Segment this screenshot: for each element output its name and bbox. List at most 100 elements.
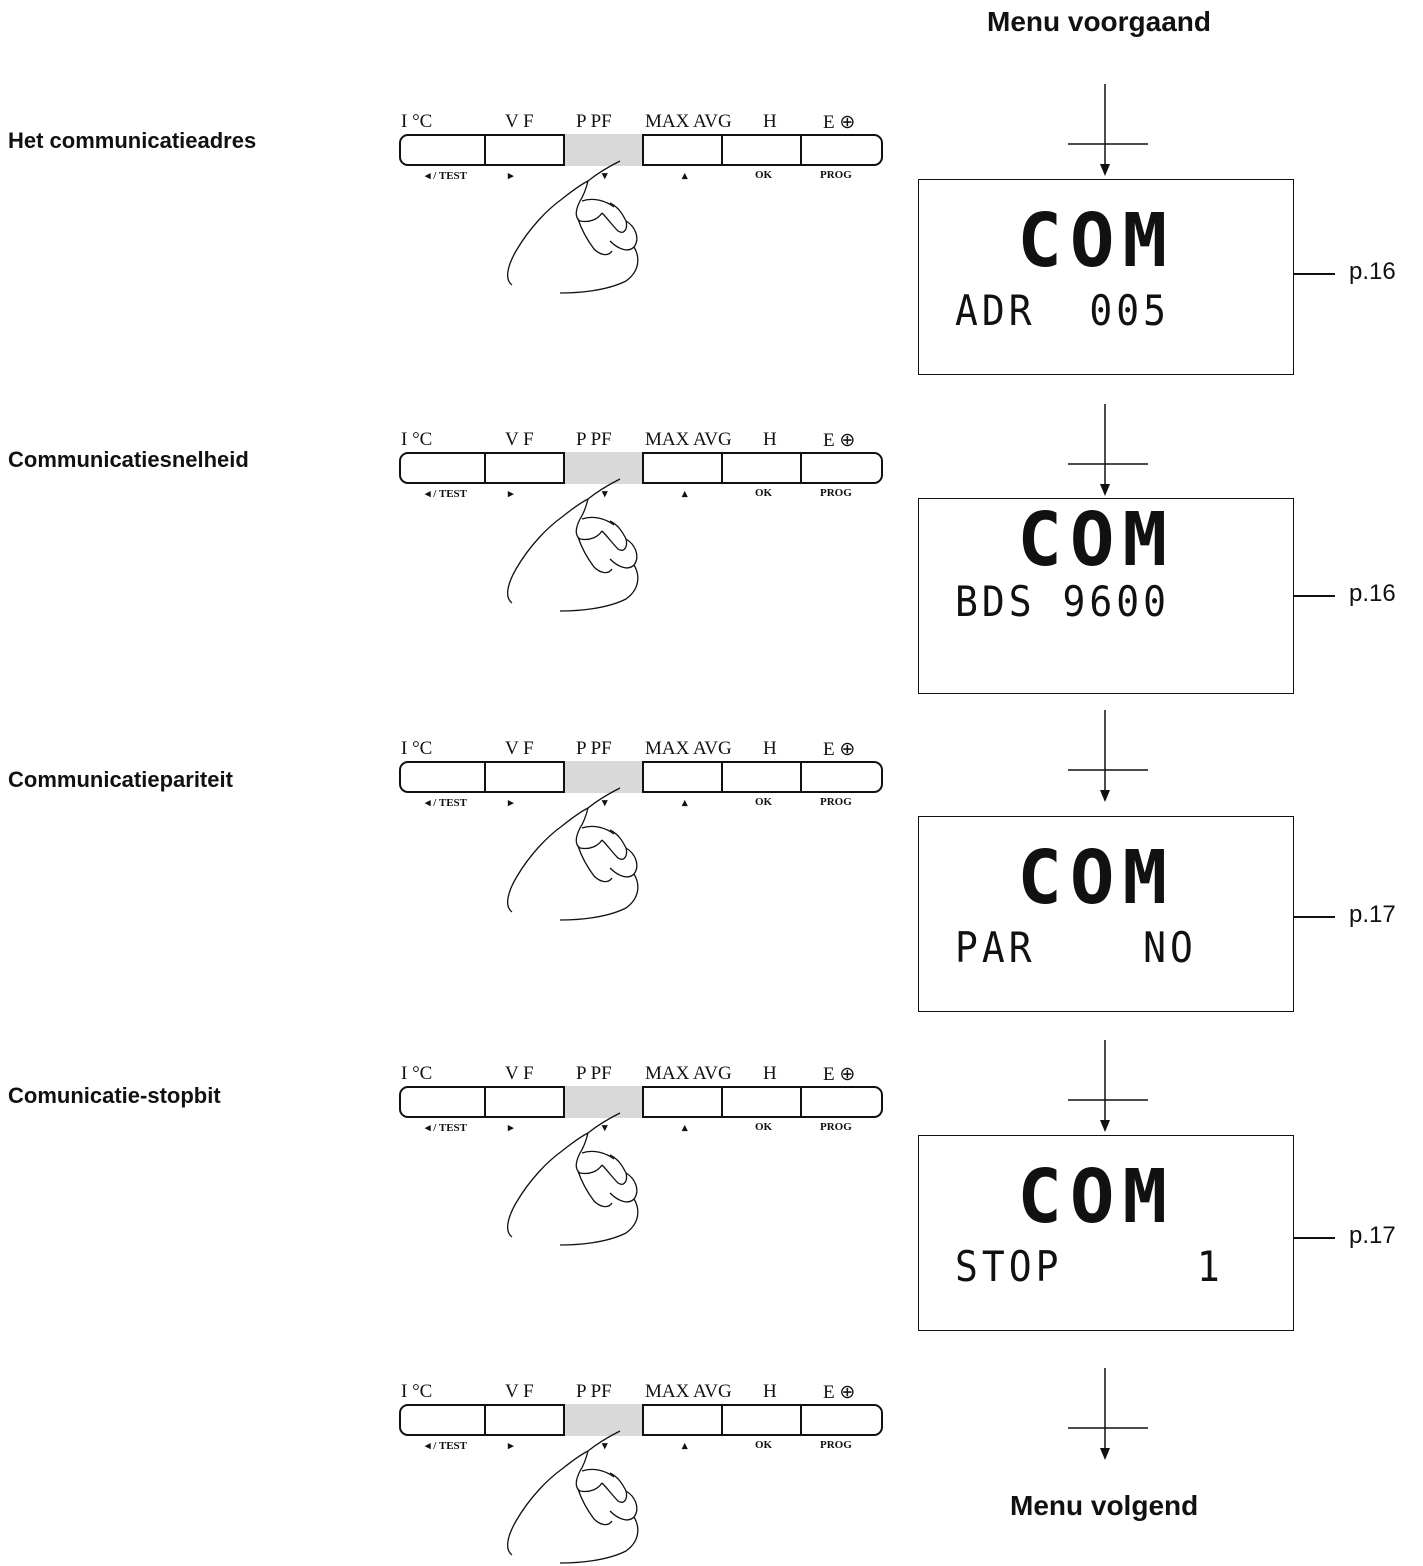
key-bottom-label: PROG [820,487,852,499]
key-bottom-label: ▸ [508,1122,514,1134]
keypad-key-3[interactable] [565,761,644,793]
key-top-label: H [763,738,777,759]
key-top-label: P PF [576,429,612,450]
lcd-main-text: COM [1017,497,1175,583]
key-top-label: MAX AVG [645,738,732,759]
keypad-key-5[interactable] [723,1404,802,1436]
key-top-label: E ⊕ [823,1382,856,1403]
key-bottom-label: ▾ [602,1122,608,1134]
key-bottom-label: ▴ [682,1122,688,1134]
down-arrow-icon [1068,84,1148,176]
key-top-label: P PF [576,738,612,759]
key-bottom-label: ▴ [682,797,688,809]
pointing-hand-icon [506,478,639,612]
keypad-key-5[interactable] [723,134,802,166]
keypad-key-6[interactable] [802,134,883,166]
keypad-key-3[interactable] [565,134,644,166]
key-bottom-label: ▸ [508,797,514,809]
key-top-label: V F [505,1381,534,1402]
key-top-label: MAX AVG [645,1381,732,1402]
lcd-display-speed: COM BDS 9600 [918,498,1294,694]
key-bottom-label: ◂ / TEST [425,170,468,182]
key-bottom-label: ◂ / TEST [425,1440,468,1452]
keypad-key-4[interactable] [644,134,723,166]
key-top-label: V F [505,738,534,759]
keypad-key-2[interactable] [486,134,565,166]
key-top-label: MAX AVG [645,1063,732,1084]
lcd-sub-text: ADR 005 [955,286,1171,336]
key-bottom-label: PROG [820,169,852,181]
lcd-sub-text: STOP 1 [955,1242,1224,1292]
key-bottom-label: ▸ [508,170,514,182]
keypad-key-6[interactable] [802,452,883,484]
key-top-label: E ⊕ [823,112,856,133]
key-bottom-label: ◂ / TEST [425,1122,468,1134]
key-bottom-label: ▾ [602,488,608,500]
key-top-label: I °C [401,1063,433,1084]
keypad-key-5[interactable] [723,1086,802,1118]
keypad-key-4[interactable] [644,1404,723,1436]
lcd-main-text: COM [1017,1154,1175,1240]
keypad-key-2[interactable] [486,452,565,484]
keypad-key-6[interactable] [802,1086,883,1118]
keypad-key-2[interactable] [486,761,565,793]
keypad-key-1[interactable] [399,1086,486,1118]
previous-menu-heading: Menu voorgaand [987,6,1212,37]
key-bottom-label: ▾ [602,797,608,809]
down-arrow-icon [1068,1368,1148,1460]
key-top-label: H [763,429,777,450]
pointing-hand-icon [506,787,639,921]
key-top-label: V F [505,111,534,132]
keypad-key-1[interactable] [399,452,486,484]
keypad-key-3[interactable] [565,1404,644,1436]
down-arrow-icon [1068,404,1148,496]
key-bottom-label: ▴ [682,1440,688,1452]
key-bottom-label: ▴ [682,170,688,182]
pointing-hand-icon [506,160,639,294]
keypad-key-6[interactable] [802,761,883,793]
keypad-key-4[interactable] [644,452,723,484]
lcd-main-text: COM [1017,835,1175,921]
key-bottom-label: ◂ / TEST [425,488,468,500]
key-top-label: H [763,111,777,132]
keypad-key-1[interactable] [399,1404,486,1436]
keypad-key-5[interactable] [723,452,802,484]
keypad-key-3[interactable] [565,1086,644,1118]
key-top-label: E ⊕ [823,739,856,760]
lcd-sub-text: BDS 9600 [955,577,1171,627]
key-top-label: I °C [401,738,433,759]
key-top-label: P PF [576,1381,612,1402]
key-top-label: V F [505,429,534,450]
key-bottom-label: OK [755,1121,773,1133]
lcd-main-text: COM [1017,198,1175,284]
key-top-label: H [763,1381,777,1402]
lcd-display-parity: COM PAR NO [918,816,1294,1012]
keypad-key-5[interactable] [723,761,802,793]
key-top-label: I °C [401,1381,433,1402]
key-top-label: MAX AVG [645,111,732,132]
keypad-key-1[interactable] [399,761,486,793]
keypad-key-3[interactable] [565,452,644,484]
key-top-label: P PF [576,111,612,132]
key-bottom-label: PROG [820,796,852,808]
keypad-key-4[interactable] [644,1086,723,1118]
key-bottom-label: ▸ [508,1440,514,1452]
key-top-label: H [763,1063,777,1084]
lcd-sub-text: PAR NO [955,923,1197,973]
key-bottom-label: ◂ / TEST [425,797,468,809]
pointing-hand-icon [506,1430,639,1564]
keypad-key-1[interactable] [399,134,486,166]
keypad-key-2[interactable] [486,1404,565,1436]
key-top-label: V F [505,1063,534,1084]
step-label-stopbit: Comunicatie-stopbit [8,1083,221,1108]
key-bottom-label: ▾ [602,1440,608,1452]
keypad-key-6[interactable] [802,1404,883,1436]
keypad-key-2[interactable] [486,1086,565,1118]
keypad-key-4[interactable] [644,761,723,793]
step-label-parity: Communicatiepariteit [8,767,233,792]
